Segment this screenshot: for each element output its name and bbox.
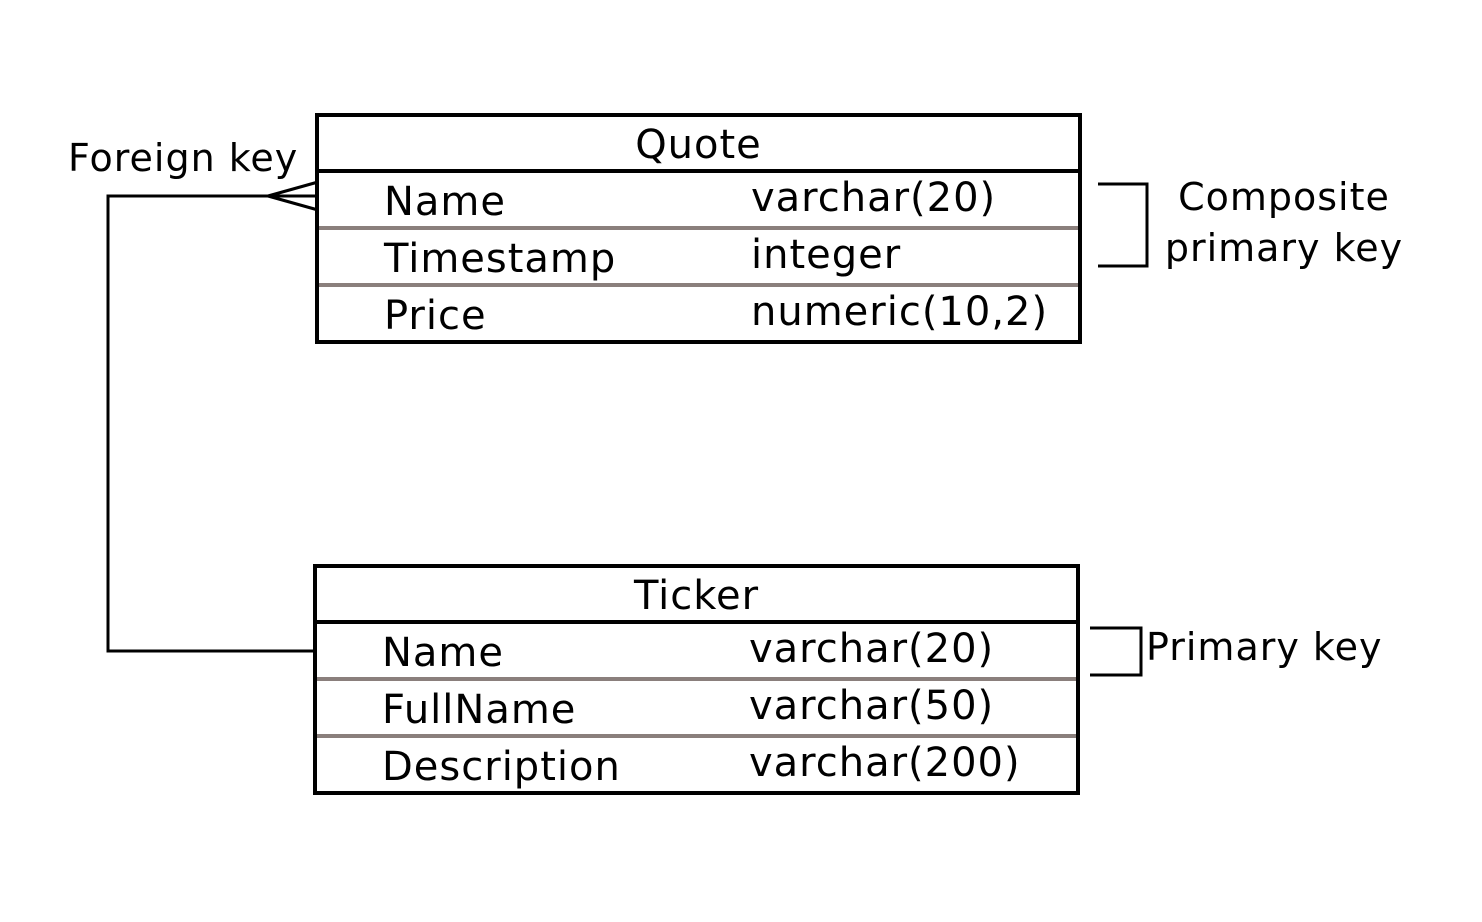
primary-key-bracket bbox=[1090, 626, 1143, 677]
relationship-line bbox=[106, 194, 316, 653]
composite-key-label-line2: primary key bbox=[1164, 226, 1404, 270]
ticker-table-title: Ticker bbox=[317, 568, 1076, 624]
table-row: Price numeric(10,2) bbox=[319, 287, 1078, 344]
composite-key-bracket bbox=[1098, 182, 1149, 268]
table-row: Name varchar(20) bbox=[317, 624, 1076, 681]
field-type: varchar(20) bbox=[751, 175, 997, 221]
field-type: numeric(10,2) bbox=[751, 289, 1049, 335]
table-row: Timestamp integer bbox=[319, 230, 1078, 287]
primary-key-label: Primary key bbox=[1146, 625, 1383, 669]
table-row: Name varchar(20) bbox=[319, 173, 1078, 230]
field-name: Name bbox=[384, 179, 507, 225]
table-row: FullName varchar(50) bbox=[317, 681, 1076, 738]
field-type: varchar(20) bbox=[749, 626, 995, 672]
field-name: FullName bbox=[382, 687, 577, 733]
quote-table: Quote Name varchar(20) Timestamp integer… bbox=[315, 113, 1082, 344]
foreign-key-label: Foreign key bbox=[68, 136, 299, 180]
field-type: varchar(50) bbox=[749, 683, 995, 729]
crows-foot-icon bbox=[267, 180, 319, 212]
ticker-table: Ticker Name varchar(20) FullName varchar… bbox=[313, 564, 1080, 795]
composite-key-label-line1: Composite bbox=[1178, 175, 1390, 219]
field-name: Timestamp bbox=[384, 236, 617, 282]
field-type: integer bbox=[751, 232, 902, 278]
field-name: Name bbox=[382, 630, 505, 676]
field-type: varchar(200) bbox=[749, 740, 1021, 786]
field-name: Description bbox=[382, 744, 621, 790]
quote-table-title: Quote bbox=[319, 117, 1078, 173]
table-row: Description varchar(200) bbox=[317, 738, 1076, 795]
field-name: Price bbox=[384, 293, 487, 339]
